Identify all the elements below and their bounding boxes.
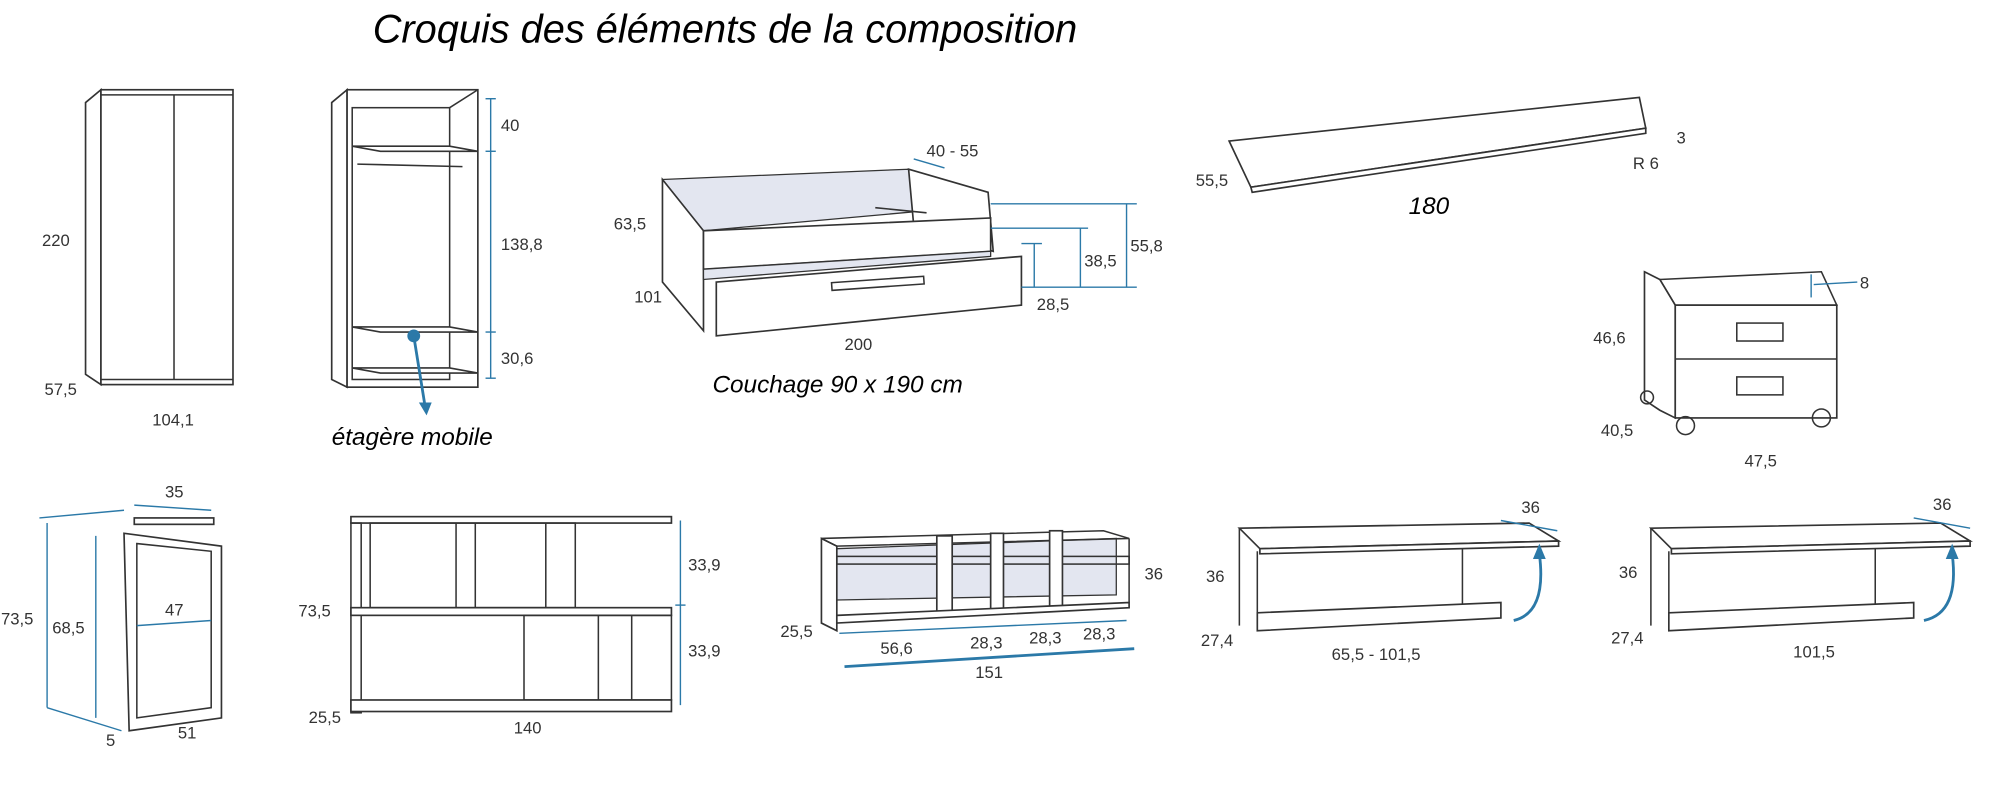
shelf-unit: 40 138,8 30,6 étagère mobile: [330, 87, 543, 451]
desk2-height: 36: [1619, 563, 1638, 582]
cabinet-height: 46,6: [1593, 329, 1625, 348]
mirror-inner-width: 47: [165, 600, 184, 619]
low-unit-depth: 25,5: [780, 622, 812, 641]
low-unit-height: 36: [1144, 564, 1163, 583]
bookshelf-lower: 33,9: [688, 641, 720, 660]
bookshelf-depth: 25,5: [309, 708, 341, 727]
desktop-radius: R 6: [1633, 154, 1659, 173]
bed-caption: Couchage 90 x 190 cm: [712, 371, 962, 398]
bed-drawer: 28,5: [1037, 295, 1069, 314]
wardrobe-depth: 57,5: [45, 380, 77, 399]
low-unit-c3: 28,3: [1029, 629, 1061, 648]
shelf-middle: 138,8: [501, 235, 543, 254]
arrow-icon: [412, 335, 427, 408]
low-unit-width: 151: [975, 663, 1003, 682]
desk-fixed: 36 36 27,4 101,5: [1611, 495, 1973, 662]
bed-depth: 101: [634, 288, 662, 307]
desk1-depth: 27,4: [1201, 631, 1233, 650]
mirror-inner-height: 68,5: [52, 618, 84, 637]
bed-length: 200: [845, 335, 873, 354]
mirror: 35 73,5 68,5 47 5 51: [1, 482, 223, 750]
cabinet-width: 47,5: [1744, 452, 1776, 471]
desk2-top-depth: 36: [1933, 495, 1952, 514]
bookshelf-width: 140: [514, 718, 542, 737]
wardrobe-height: 220: [42, 231, 70, 250]
drawer-cabinet: 8 46,6 40,5 47,5: [1593, 270, 1869, 471]
bookshelf-height: 73,5: [298, 602, 330, 621]
desk2-depth: 27,4: [1611, 629, 1643, 648]
cabinet-rim: 8: [1860, 273, 1869, 292]
mirror-top: 35: [165, 482, 184, 501]
shelf-top: 40: [501, 116, 520, 135]
desk-extendable: 36 36 27,4 65,5 - 101,5: [1201, 498, 1562, 664]
desk1-height: 36: [1206, 567, 1225, 586]
low-unit: 36 25,5 56,6 28,3 28,3 28,3 151: [780, 529, 1163, 682]
bed: 40 - 55 63,5 101 200 28,5 38,5 55,8 Couc…: [614, 141, 1163, 398]
page-title: Croquis des éléments de la composition: [373, 7, 1078, 51]
bed-total: 55,8: [1130, 236, 1162, 255]
desktop-thickness: 3: [1677, 129, 1686, 148]
desk1-width: 65,5 - 101,5: [1332, 645, 1421, 664]
bed-height: 63,5: [614, 214, 646, 233]
wardrobe: 220 57,5 104,1: [42, 87, 234, 430]
desk1-top-depth: 36: [1521, 498, 1540, 517]
bookshelf: 33,9 33,9 73,5 25,5 140: [298, 515, 721, 737]
low-unit-c4: 28,3: [1083, 625, 1115, 644]
mirror-outer-height: 73,5: [1, 609, 33, 628]
low-unit-c1: 56,6: [880, 639, 912, 658]
shelf-bottom: 30,6: [501, 349, 533, 368]
wardrobe-width: 104,1: [152, 411, 194, 430]
desk2-width: 101,5: [1793, 643, 1835, 662]
shelf-caption: étagère mobile: [332, 424, 493, 451]
bed-mid: 38,5: [1084, 252, 1116, 271]
cabinet-depth: 40,5: [1601, 421, 1633, 440]
desktop-depth: 55,5: [1196, 171, 1228, 190]
bed-backrest: 40 - 55: [927, 141, 979, 160]
low-unit-c2: 28,3: [970, 634, 1002, 653]
mirror-width: 51: [178, 723, 197, 742]
desktop: 55,5 180 3 R 6: [1196, 96, 1686, 220]
mirror-thickness: 5: [106, 731, 115, 750]
desktop-length: 180: [1409, 193, 1450, 220]
bookshelf-upper: 33,9: [688, 555, 720, 574]
